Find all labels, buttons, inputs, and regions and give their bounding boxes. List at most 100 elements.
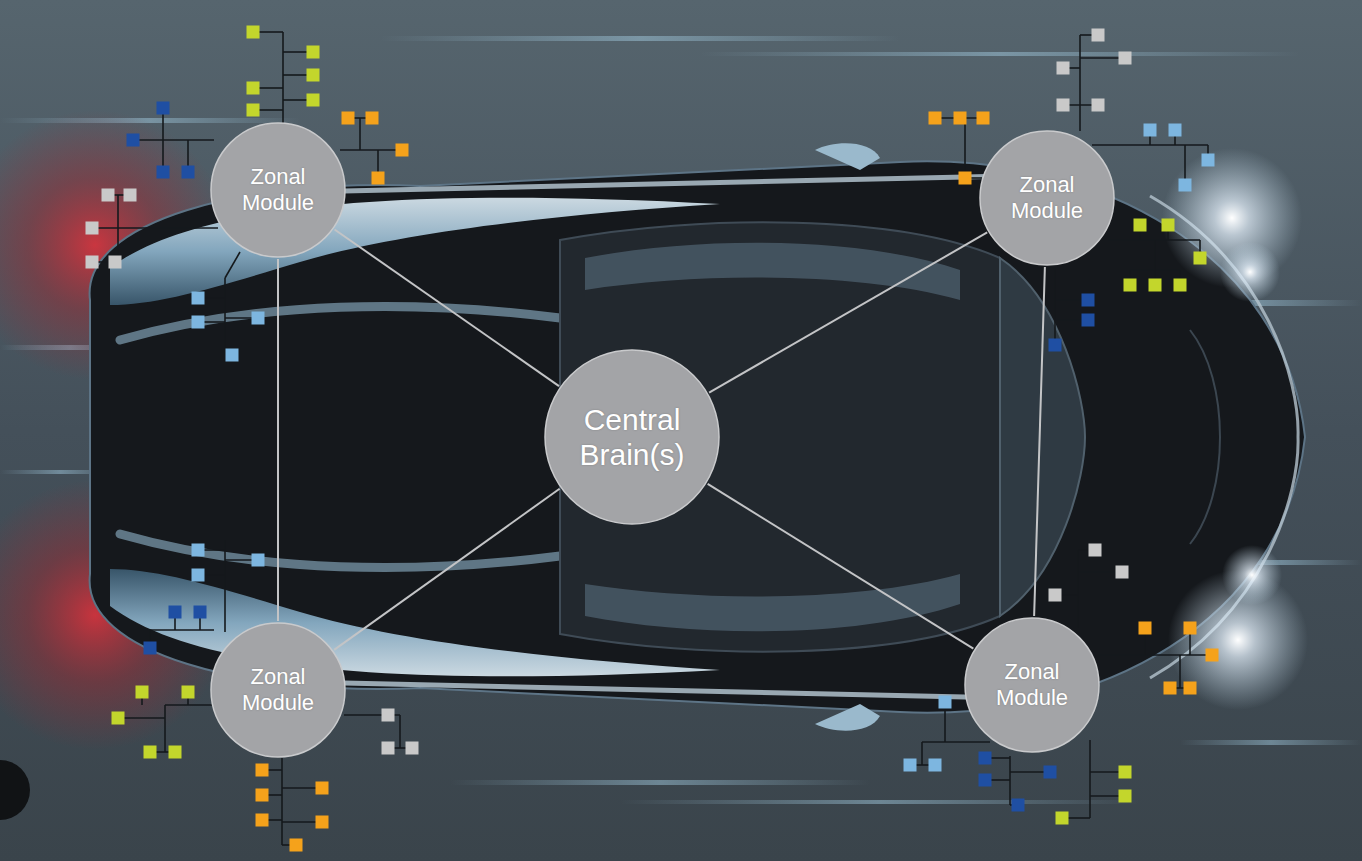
device-square — [1179, 179, 1192, 192]
connector-line — [277, 259, 279, 621]
circle-fill — [980, 131, 1114, 265]
bus-wire — [150, 629, 214, 631]
device-square — [157, 102, 170, 115]
device-square — [959, 172, 972, 185]
streak — [380, 36, 900, 41]
device-cluster — [1057, 29, 1132, 132]
device-square — [247, 26, 260, 39]
device-square — [1202, 154, 1215, 167]
device-square — [366, 112, 379, 125]
side-mirror — [815, 143, 880, 170]
device-square — [1144, 124, 1157, 137]
device-cluster — [929, 112, 990, 185]
node-text: Zonal Module — [229, 164, 327, 216]
device-square — [1134, 219, 1147, 232]
device-cluster — [247, 26, 320, 125]
bus-wire — [1108, 239, 1200, 241]
air-intake — [120, 534, 560, 568]
bus-wire — [92, 227, 218, 229]
device-square — [1149, 279, 1162, 292]
bus-wire — [1179, 655, 1181, 688]
device-square — [194, 606, 207, 619]
device-square — [290, 839, 303, 852]
device-square — [316, 816, 329, 829]
bus-wire — [1130, 269, 1180, 271]
device-cluster — [1098, 622, 1219, 695]
device-square — [406, 742, 419, 755]
central-brain: Central Brain(s) — [544, 349, 720, 525]
device-square — [977, 112, 990, 125]
device-square — [144, 746, 157, 759]
device-square — [136, 686, 149, 699]
zonal-module: Zonal Module — [964, 617, 1100, 753]
device-square — [247, 104, 260, 117]
rear-window — [585, 243, 960, 300]
device-cluster — [1049, 268, 1095, 352]
device-square — [1092, 99, 1105, 112]
bus-wire — [133, 139, 214, 141]
circle-fill — [545, 350, 719, 524]
streak — [450, 780, 870, 785]
device-square — [1119, 766, 1132, 779]
device-cluster — [340, 112, 409, 185]
device-square — [1089, 544, 1102, 557]
device-square — [247, 82, 260, 95]
device-cluster — [144, 606, 215, 655]
device-square — [169, 606, 182, 619]
bus-wire — [964, 118, 966, 178]
device-square — [252, 554, 265, 567]
bus-wire — [922, 741, 990, 743]
device-square — [192, 292, 205, 305]
bus-wire — [921, 742, 923, 765]
side-trim — [300, 682, 1010, 698]
device-square — [1049, 589, 1062, 602]
device-cluster — [1056, 740, 1132, 825]
device-square — [1119, 52, 1132, 65]
bus-wire — [399, 715, 401, 748]
device-square — [979, 752, 992, 765]
bus-wire — [224, 540, 226, 632]
device-cluster — [1108, 219, 1207, 292]
bus-wire — [1079, 35, 1081, 131]
bus-wire — [1089, 740, 1091, 818]
device-square — [1056, 812, 1069, 825]
device-square — [979, 774, 992, 787]
device-square — [307, 46, 320, 59]
device-square — [1092, 29, 1105, 42]
circle-outline — [544, 349, 720, 525]
device-cluster — [86, 189, 219, 269]
bus-wire — [1077, 550, 1079, 628]
node-text: Central Brain(s) — [569, 402, 696, 473]
bus-wire — [1098, 654, 1212, 656]
headlight-glow — [1222, 545, 1282, 605]
device-square — [86, 256, 99, 269]
device-square — [316, 782, 329, 795]
device-square — [1164, 682, 1177, 695]
device-square — [1124, 279, 1137, 292]
device-square — [192, 316, 205, 329]
zonal-module: Zonal Module — [210, 122, 346, 258]
device-square — [1116, 566, 1129, 579]
side-mirror — [815, 704, 880, 731]
node-label: Zonal Module — [983, 659, 1081, 711]
device-cluster — [1049, 544, 1129, 629]
streak — [1180, 740, 1362, 745]
device-square — [342, 112, 355, 125]
bus-wire — [118, 717, 165, 719]
device-square — [1184, 682, 1197, 695]
device-square — [1139, 622, 1152, 635]
device-square — [929, 112, 942, 125]
device-square — [954, 112, 967, 125]
device-square — [1162, 219, 1175, 232]
air-intake — [120, 306, 560, 340]
circle-fill — [965, 618, 1099, 752]
bus-wire — [1078, 571, 1122, 573]
device-square — [1174, 279, 1187, 292]
device-clusters — [86, 26, 1219, 852]
device-square — [127, 134, 140, 147]
device-square — [256, 789, 269, 802]
device-cluster — [192, 252, 265, 362]
device-square — [192, 569, 205, 582]
device-square — [1044, 766, 1057, 779]
device-square — [256, 764, 269, 777]
